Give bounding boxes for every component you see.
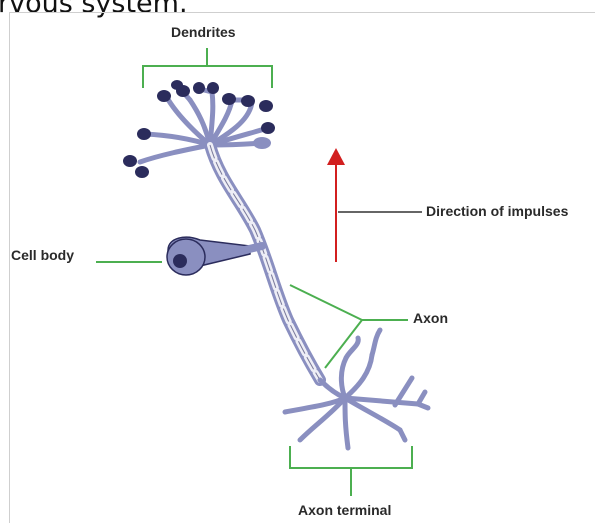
axon-terminal-bracket [290,446,412,496]
axon-terminal-label: Axon terminal [298,502,391,518]
axon-label: Axon [413,310,448,326]
direction-arrow [327,148,422,262]
axon [210,145,320,380]
arrow-head-icon [327,148,345,165]
dendrite-bulb [253,137,271,149]
dendrite-terminals [123,80,275,178]
direction-label: Direction of impulses [426,203,568,219]
cell-body-label: Cell body [11,247,74,263]
cell-body [167,237,250,275]
nucleus [173,254,187,268]
dendrites-bracket [143,48,272,88]
dendrites-label: Dendrites [171,24,236,40]
